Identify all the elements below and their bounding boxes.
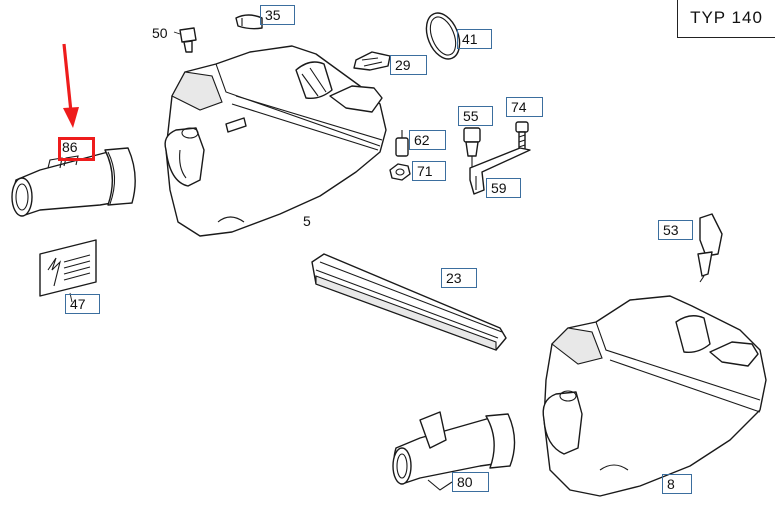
callout-5[interactable]: 5 [303,213,311,229]
highlight-box [58,137,95,161]
part-55-sensor[interactable] [463,127,481,168]
callout-8[interactable]: 8 [662,474,692,494]
callout-74[interactable]: 74 [506,97,543,117]
part-53-connector[interactable] [697,213,723,283]
callout-35[interactable]: 35 [260,5,295,25]
part-62-rubber-mount[interactable] [395,130,409,157]
callout-53[interactable]: 53 [658,220,693,240]
part-41-o-ring[interactable] [420,8,466,64]
red-arrow-indicator [62,43,79,128]
part-23-filter-element[interactable] [311,253,507,351]
callout-59[interactable]: 59 [486,178,521,198]
callout-71[interactable]: 71 [412,161,446,181]
part-74-bolt[interactable] [515,121,529,151]
part-50-fitting[interactable] [173,27,197,53]
part-59-bracket[interactable] [469,147,531,195]
callout-62[interactable]: 62 [409,130,446,150]
callout-80[interactable]: 80 [452,472,489,492]
callout-41[interactable]: 41 [457,29,492,49]
type-label: TYP 140 [677,0,775,38]
part-35-hose-clip[interactable] [235,14,263,30]
callout-29[interactable]: 29 [390,55,427,75]
part-80-intake-duct[interactable] [392,411,516,491]
callout-55[interactable]: 55 [458,106,493,126]
callout-23[interactable]: 23 [441,268,477,288]
callout-86[interactable]: 86 [62,139,78,155]
part-5-air-filter-housing[interactable] [164,45,387,237]
part-47-warning-label[interactable] [39,239,97,303]
part-29-retaining-clip[interactable] [353,51,391,71]
callout-47[interactable]: 47 [65,294,100,314]
part-71-nut[interactable] [389,163,411,181]
callout-50[interactable]: 50 [152,25,168,41]
part-8-air-filter-housing[interactable] [542,295,767,497]
